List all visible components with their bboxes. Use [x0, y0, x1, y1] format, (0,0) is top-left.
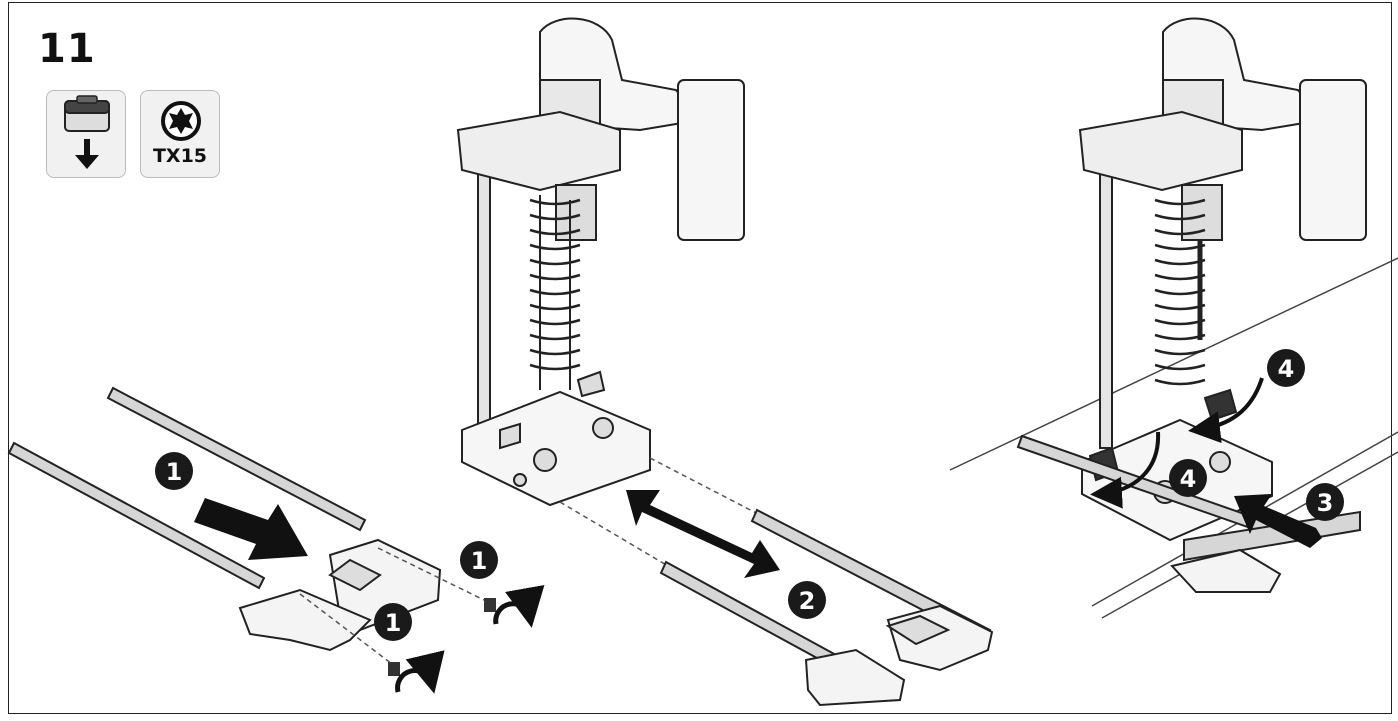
slide-bracket-left	[238, 538, 442, 652]
svg-text:2: 2	[799, 587, 816, 615]
rotate-arrow-bottom	[1090, 431, 1161, 509]
torx-bit-icon	[161, 101, 201, 141]
svg-text:4: 4	[1180, 465, 1197, 493]
battery-remove-icon	[64, 95, 110, 169]
screw-left-1	[484, 584, 545, 628]
step-number: 11	[38, 26, 96, 72]
svg-text:1: 1	[385, 609, 402, 637]
callout-4-tighten-top: 4	[1267, 349, 1305, 387]
screw-left-2	[388, 650, 445, 694]
battery-remove-tile	[46, 90, 126, 178]
drill-stand-right	[1078, 17, 1367, 542]
callout-1-screw-top: 1	[460, 541, 498, 579]
callout-2-slide: 2	[788, 581, 826, 619]
push-arrow	[1234, 494, 1322, 548]
callout-3-push: 3	[1306, 483, 1344, 521]
stand-guide-lines	[559, 457, 761, 567]
callout-4-tighten-bottom: 4	[1169, 459, 1207, 497]
torx-size-label: TX15	[152, 145, 208, 167]
rotate-arrow-top	[1188, 377, 1264, 444]
callout-1-rods: 1	[155, 452, 193, 490]
svg-text:1: 1	[166, 458, 183, 486]
insert-arrow	[194, 498, 308, 560]
callout-1-screw-bottom: 1	[374, 603, 412, 641]
svg-text:3: 3	[1317, 489, 1334, 517]
guide-rods-left	[7, 386, 367, 590]
slide-bracket-right	[804, 604, 994, 707]
svg-text:4: 4	[1278, 355, 1295, 383]
rods-right-assembled	[1016, 434, 1361, 593]
slide-arrow-double	[626, 490, 780, 578]
screw-guide-lines	[299, 547, 485, 665]
drill-stand-center	[456, 17, 745, 507]
svg-text:1: 1	[471, 547, 488, 575]
torx-bit-tile: TX15	[140, 90, 220, 178]
